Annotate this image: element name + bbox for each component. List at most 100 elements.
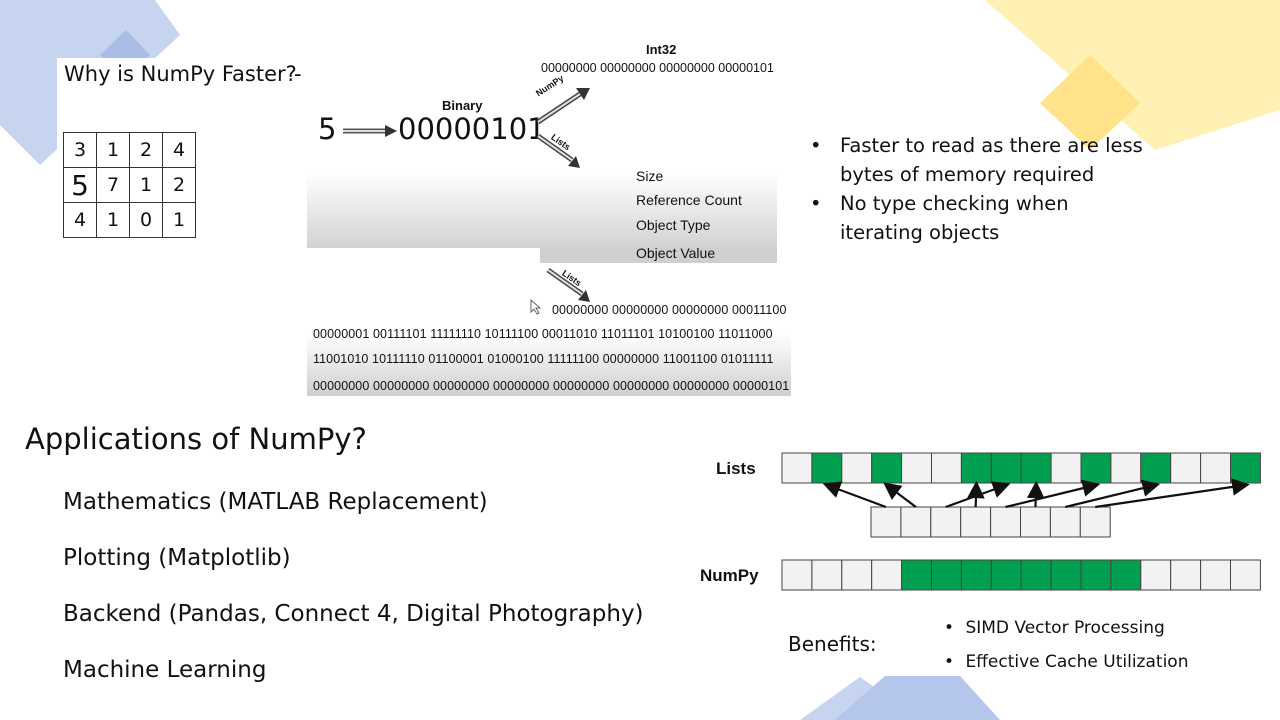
grid-cell: 7 bbox=[96, 167, 130, 203]
memory-cell-empty bbox=[1170, 559, 1202, 591]
memory-cell-filled bbox=[1140, 452, 1172, 484]
numpy-memory-label: NumPy bbox=[700, 566, 759, 585]
object-field-size: Size bbox=[636, 168, 664, 184]
pointer-arrows bbox=[822, 478, 1250, 509]
application-item: Plotting (Matplotlib) bbox=[63, 545, 291, 571]
pointer-arrow bbox=[1065, 479, 1161, 509]
grid-cell: 2 bbox=[129, 132, 163, 168]
grid-row: 5 7 1 2 bbox=[63, 167, 196, 203]
bullet-icon: • bbox=[810, 192, 822, 215]
memory-cell-filled bbox=[1020, 559, 1052, 591]
memory-cell-empty bbox=[841, 559, 873, 591]
memory-cell-empty bbox=[1170, 452, 1202, 484]
reason-text: No type checking when iterating objects bbox=[840, 192, 1069, 244]
object-field-value: Object Value bbox=[636, 245, 716, 261]
pointer-cell bbox=[930, 506, 962, 538]
memory-cell-filled bbox=[990, 559, 1022, 591]
numpy-arrow bbox=[536, 88, 590, 125]
memory-cell-filled bbox=[990, 452, 1022, 484]
list-binary-row: 11001010 10111110 01100001 01000100 1111… bbox=[313, 352, 774, 366]
pointer-cell bbox=[1049, 506, 1081, 538]
memory-cell-filled bbox=[1230, 452, 1261, 484]
pointer-cell bbox=[1079, 506, 1111, 538]
list-binary-panel bbox=[307, 300, 791, 396]
pointer-cell bbox=[870, 506, 902, 538]
title-dash: - bbox=[294, 62, 302, 86]
memory-cell-filled bbox=[931, 559, 962, 591]
blue-diamond-bottom-b bbox=[835, 676, 1000, 720]
binary-value: 00000101 bbox=[398, 112, 546, 146]
grid-row: 4 1 0 1 bbox=[63, 202, 196, 238]
list-binary-row: 00000000 00000000 00000000 00011100 bbox=[552, 303, 787, 317]
bullet-icon: • bbox=[944, 652, 955, 672]
pointer-arrow bbox=[822, 481, 887, 509]
object-field-refcount: Reference Count bbox=[636, 192, 742, 208]
grid-cell: 1 bbox=[96, 202, 130, 238]
grid-cell: 4 bbox=[63, 202, 97, 238]
memory-cell-filled bbox=[1080, 452, 1112, 484]
application-item: Backend (Pandas, Connect 4, Digital Phot… bbox=[63, 601, 644, 627]
memory-cell-filled bbox=[1080, 559, 1112, 591]
pointer-arrow bbox=[1026, 480, 1045, 508]
memory-cell-empty bbox=[901, 452, 932, 484]
memory-cell-filled bbox=[811, 452, 843, 484]
memory-cell-empty bbox=[1050, 452, 1082, 484]
benefit-text: SIMD Vector Processing bbox=[965, 618, 1165, 638]
benefit-item: • Effective Cache Utilization bbox=[944, 652, 1188, 672]
grid-row: 3 1 2 4 bbox=[63, 132, 196, 168]
int32-label: Int32 bbox=[646, 42, 677, 57]
grid-cell: 2 bbox=[162, 167, 196, 203]
application-item: Mathematics (MATLAB Replacement) bbox=[63, 489, 488, 515]
grid-cell: 1 bbox=[162, 202, 196, 238]
memory-cell-empty bbox=[1230, 559, 1261, 591]
memory-cell-empty bbox=[1200, 559, 1232, 591]
list-binary-row: 00000001 00111101 11111110 10111100 0001… bbox=[313, 327, 773, 341]
grid-cell: 1 bbox=[129, 167, 163, 203]
lists-memory-label: Lists bbox=[716, 459, 756, 478]
memory-cell-filled bbox=[960, 559, 992, 591]
grid-cell-highlighted: 5 bbox=[63, 167, 97, 203]
memory-cell-empty bbox=[781, 559, 813, 591]
memory-cell-filled bbox=[1020, 452, 1052, 484]
reasons-list: • Faster to read as there are less bytes… bbox=[808, 131, 1148, 247]
grid-cell: 1 bbox=[96, 132, 130, 168]
memory-cell-empty bbox=[1200, 452, 1232, 484]
pointer-cell bbox=[900, 506, 932, 538]
pointer-cell bbox=[990, 506, 1022, 538]
object-field-type: Object Type bbox=[636, 217, 711, 233]
memory-cell-empty bbox=[1110, 452, 1142, 484]
pointer-row bbox=[870, 506, 1111, 538]
slide-title: Why is NumPy Faster? bbox=[64, 62, 297, 86]
branch-arrows bbox=[536, 88, 590, 168]
lists-arrow-2 bbox=[546, 267, 590, 302]
benefit-text: Effective Cache Utilization bbox=[965, 652, 1189, 672]
yellow-shape-top-right bbox=[985, 0, 1280, 150]
memory-cell-filled bbox=[871, 452, 903, 484]
memory-cell-empty bbox=[841, 452, 873, 484]
memory-cell-empty bbox=[1140, 559, 1172, 591]
number-five: 5 bbox=[318, 112, 337, 146]
memory-cell-empty bbox=[871, 559, 903, 591]
pointer-arrow bbox=[1005, 479, 1101, 509]
number-grid: 3 1 2 4 5 7 1 2 4 1 0 1 bbox=[63, 132, 196, 238]
reason-item: • Faster to read as there are less bytes… bbox=[808, 131, 1148, 189]
reason-text: Faster to read as there are less bytes o… bbox=[840, 134, 1143, 186]
yellow-diamond bbox=[1040, 55, 1140, 150]
grid-cell: 0 bbox=[129, 202, 163, 238]
numpy-memory-row bbox=[781, 559, 1261, 591]
memory-cell-empty bbox=[781, 452, 813, 484]
lists-memory-row bbox=[781, 452, 1261, 484]
memory-cell-filled bbox=[960, 452, 992, 484]
pointer-arrow bbox=[1095, 478, 1250, 509]
pointer-cell bbox=[1020, 506, 1051, 538]
bullet-icon: • bbox=[810, 134, 822, 157]
object-panel-extension bbox=[540, 248, 777, 263]
benefits-label: Benefits: bbox=[788, 632, 877, 656]
pointer-cell bbox=[960, 506, 992, 538]
application-item: Machine Learning bbox=[63, 657, 267, 683]
list-binary-row: 00000000 00000000 00000000 00000000 0000… bbox=[313, 379, 790, 393]
lists-arrow bbox=[536, 133, 580, 168]
object-panel bbox=[307, 172, 777, 248]
mouse-cursor-icon bbox=[530, 299, 542, 315]
